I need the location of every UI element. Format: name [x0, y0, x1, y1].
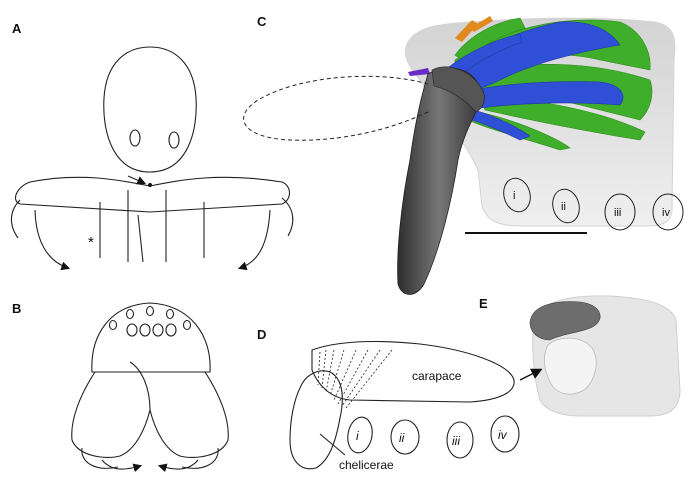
- panel-b-arrow-right: [160, 460, 198, 469]
- panel-d-chelicera: [290, 371, 342, 469]
- panel-d-chelicerae-label: chelicerae: [339, 458, 394, 472]
- panel-a-drawing: [11, 47, 292, 268]
- panel-d-leg-ii: ii: [399, 431, 405, 445]
- panel-d-leg-iv: iv: [498, 428, 508, 442]
- panel-d-carapace-label: carapace: [412, 369, 462, 383]
- panel-c-leg-iii: iii: [614, 207, 621, 219]
- panel-c-leg-ii: ii: [561, 201, 566, 213]
- panel-b-chelicera-right: [150, 372, 228, 457]
- panel-a-eye-right: [169, 132, 179, 148]
- panel-d-leg-iii: iii: [452, 434, 460, 448]
- panel-a-arrow-right: [240, 210, 270, 268]
- panel-d-chelicerae-leader: [320, 434, 345, 455]
- panel-a-eye-left: [130, 130, 140, 146]
- panel-a-carapace: [104, 47, 196, 172]
- panel-d-leg-i: i: [356, 429, 359, 443]
- panel-c-render: i ii iii iv: [244, 16, 683, 295]
- panel-a-arrow-left: [35, 210, 68, 268]
- panel-c-leg-iv: iv: [662, 207, 670, 219]
- panel-a-asterisk: *: [88, 234, 94, 251]
- panel-a-fang-left: [11, 200, 20, 238]
- panel-b-drawing: [72, 303, 229, 469]
- panel-b-chelicera-left: [72, 362, 150, 457]
- panel-c-dashed-outline: [244, 76, 428, 140]
- panel-a-chelicerae-base: [15, 177, 289, 212]
- panel-c-leg-i: i: [513, 190, 515, 202]
- panel-b-carapace: [92, 303, 210, 372]
- panel-a-dot: [148, 183, 152, 187]
- panel-b-arrow-left: [102, 460, 140, 469]
- panel-e-render: [520, 296, 680, 416]
- panel-d-drawing: [290, 342, 519, 469]
